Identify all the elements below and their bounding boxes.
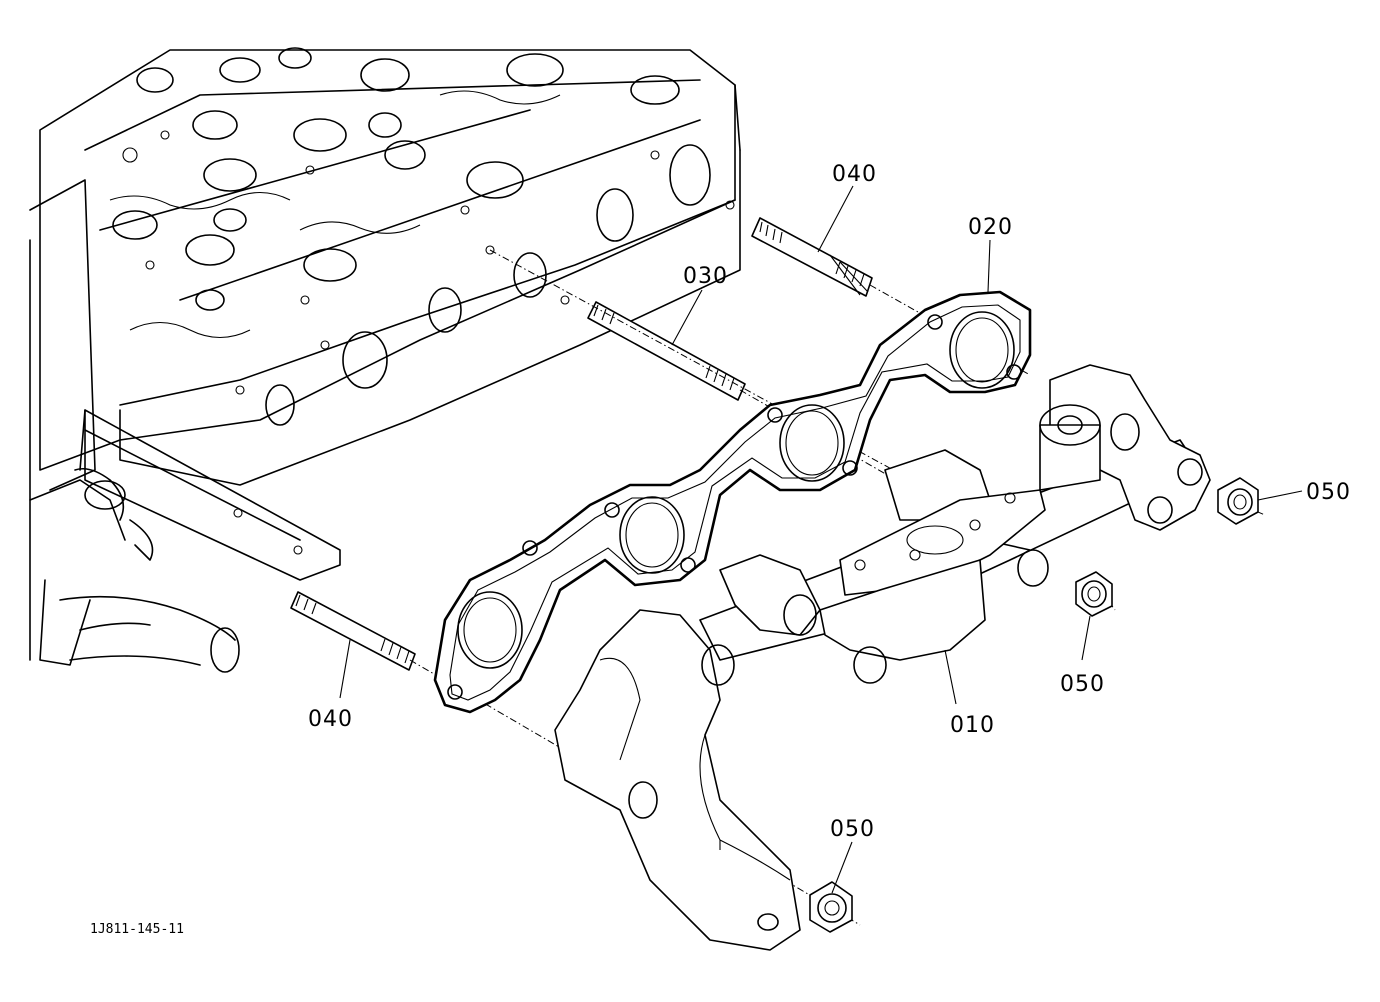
flange-nut-050-mid xyxy=(1075,571,1113,617)
callout-040-top: 040 xyxy=(832,162,877,187)
callout-030: 030 xyxy=(683,264,728,289)
stud-bolt-030 xyxy=(587,301,746,401)
cylinder-head xyxy=(39,47,741,486)
manifold-gasket xyxy=(433,290,1032,714)
flange-nut-050-right xyxy=(1217,477,1259,525)
callout-050-right: 050 xyxy=(1306,480,1351,505)
exhaust-manifold xyxy=(554,364,1211,951)
stud-bolt-040-bottom xyxy=(290,591,416,671)
callout-020: 020 xyxy=(968,215,1013,240)
engine-block-left xyxy=(29,179,341,673)
drawing-id: 1J811-145-11 xyxy=(90,922,184,937)
callout-010: 010 xyxy=(950,713,995,738)
callout-040-bottom: 040 xyxy=(308,707,353,732)
stud-bolt-040-top xyxy=(751,217,873,297)
callout-050-bottom: 050 xyxy=(830,817,875,842)
callout-050-mid: 050 xyxy=(1060,672,1105,697)
flange-nut-050-bottom xyxy=(809,881,853,933)
leader-lines xyxy=(339,185,1303,894)
